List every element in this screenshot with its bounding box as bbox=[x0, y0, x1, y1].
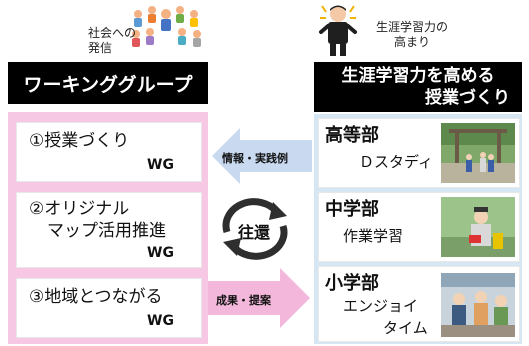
school-card-elementary-photo bbox=[441, 273, 515, 337]
wg-card-1: ①授業づくり WG bbox=[16, 122, 202, 182]
cycle-label: 往還 bbox=[238, 223, 271, 242]
school-card-high-name: 高等部 bbox=[325, 125, 379, 146]
left-caption-line2: 発信 bbox=[88, 41, 113, 55]
school-card-elementary-activity-line2: タイム bbox=[383, 319, 428, 337]
school-card-elementary-name: 小学部 bbox=[325, 273, 379, 294]
school-card-high-activity: Ｄスタディ bbox=[359, 153, 433, 171]
right-caption-line1: 生涯学習力の bbox=[375, 20, 448, 34]
wg-card-2: ②オリジナル マップ活用推進 WG bbox=[16, 192, 202, 268]
school-card-elementary-activity-line1: エンジョイ bbox=[343, 297, 419, 315]
student-illustration bbox=[318, 2, 358, 58]
wg-card-2-title-line2: マップ活用推進 bbox=[47, 221, 166, 241]
school-card-junior-activity: 作業学習 bbox=[343, 227, 404, 245]
working-group-header-text: ワーキンググループ bbox=[23, 73, 193, 96]
school-header-line1: 生涯学習力を高める bbox=[341, 66, 495, 86]
wg-card-1-suffix: WG bbox=[147, 157, 174, 173]
crowd-illustration bbox=[128, 4, 206, 50]
school-panel: 高等部 Ｄスタディ 中学部 作業学習 bbox=[314, 114, 522, 344]
wg-card-3: ③地域とつながる WG bbox=[16, 278, 202, 338]
arrow-results-to-school bbox=[208, 268, 310, 328]
working-group-header: ワーキンググループ bbox=[8, 62, 208, 104]
right-caption-line2: 高まり bbox=[393, 35, 430, 49]
wg-card-2-suffix: WG bbox=[147, 245, 174, 261]
school-header-line2: 授業づくり bbox=[425, 88, 510, 108]
right-caption: 生涯学習力の 高まり bbox=[372, 20, 452, 50]
wg-card-3-suffix: WG bbox=[147, 313, 174, 329]
cycle-icon bbox=[219, 198, 291, 260]
left-caption-line1: 社会への bbox=[88, 26, 137, 40]
arrow-results-label: 成果・提案 bbox=[216, 294, 271, 307]
working-group-panel: ①授業づくり WG ②オリジナル マップ活用推進 WG ③地域とつながる WG bbox=[8, 112, 208, 344]
school-card-junior-name: 中学部 bbox=[325, 199, 379, 220]
wg-card-2-title-line1: ②オリジナル bbox=[29, 199, 130, 219]
school-card-junior-photo bbox=[441, 197, 515, 257]
arrow-info-to-wg bbox=[212, 128, 312, 184]
school-card-high: 高等部 Ｄスタディ bbox=[318, 118, 520, 188]
wg-card-1-title: ①授業づくり bbox=[29, 131, 130, 151]
school-card-elementary: 小学部 エンジョイ タイム bbox=[318, 266, 520, 342]
arrow-info-label: 情報・実践例 bbox=[222, 152, 288, 165]
wg-card-3-title: ③地域とつながる bbox=[29, 287, 163, 307]
school-card-high-photo bbox=[441, 123, 515, 183]
school-card-junior: 中学部 作業学習 bbox=[318, 192, 520, 262]
school-header: 生涯学習力を高める 授業づくり bbox=[314, 62, 522, 112]
left-caption: 社会への 発信 bbox=[88, 26, 148, 56]
